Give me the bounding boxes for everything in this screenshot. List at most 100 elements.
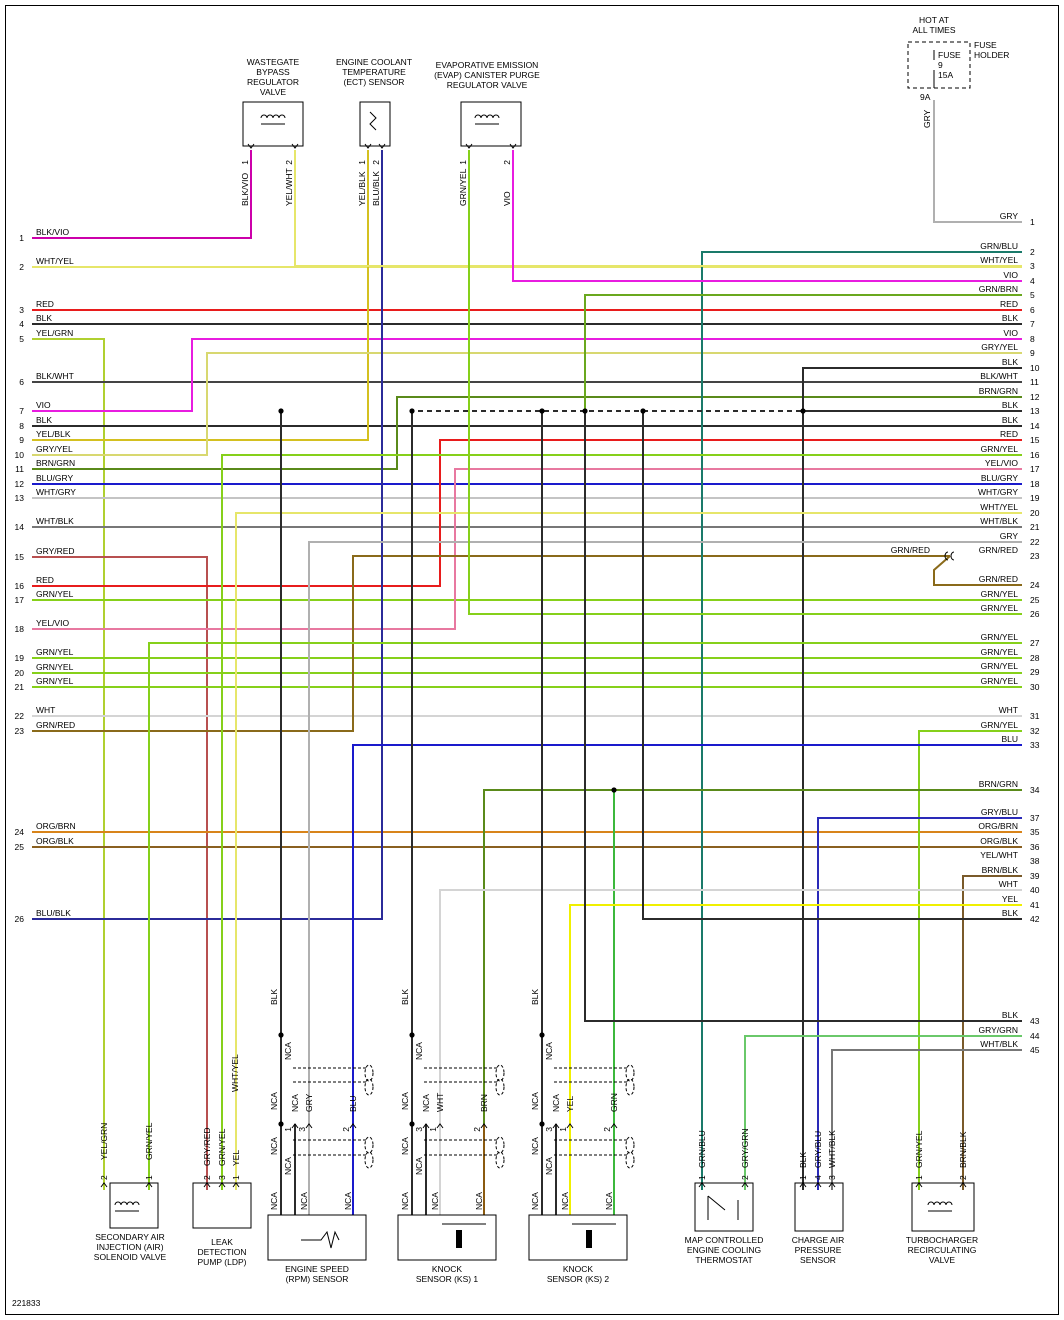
pin-terminal	[814, 1182, 822, 1188]
bottom-wire-label: GRY/GRN	[740, 1128, 750, 1168]
shield-ellipse	[364, 1136, 374, 1154]
top-wire-label: BLU/BLK	[371, 171, 381, 206]
wire-grn-brn-5	[584, 294, 1022, 411]
nca-label: NCA	[414, 1042, 424, 1060]
bottom-pin-number: 1	[697, 1175, 707, 1180]
pin-terminal	[422, 1123, 430, 1129]
splice-wire-label: GRN/RED	[891, 545, 930, 555]
left-wire-label: RED	[36, 575, 54, 585]
bottom-wire-label: BRN/BLK	[958, 1131, 968, 1168]
pin-terminal	[364, 143, 372, 149]
left-wire-label: BLK/WHT	[36, 371, 74, 381]
diagram-border	[5, 5, 1059, 1315]
left-pin-number: 22	[15, 711, 25, 721]
shield-ellipse	[364, 1078, 374, 1096]
top-wire-label: BLK/VIO	[240, 173, 250, 206]
pin-terminal	[610, 1123, 618, 1129]
splice-dot	[539, 1121, 545, 1127]
right-pin-number: 9	[1030, 348, 1035, 358]
right-wire-label: RED	[1000, 429, 1018, 439]
splice-dot	[278, 408, 284, 414]
left-pin-number: 19	[15, 653, 25, 663]
pin-terminal	[566, 1123, 574, 1129]
top-pin-number: 1	[357, 160, 367, 165]
right-wire-label: RED	[1000, 299, 1018, 309]
splice-dot	[800, 408, 806, 414]
wire-wht-yel-3	[294, 150, 1022, 267]
pin-terminal	[305, 1123, 313, 1129]
pin-terminal	[959, 1182, 967, 1188]
wire-grn-red-24	[933, 555, 1022, 586]
left-wire-label: BLU/GRY	[36, 473, 73, 483]
sensor-title: KNOCK	[563, 1264, 594, 1274]
left-pin-number: 4	[19, 319, 24, 329]
right-wire-label: WHT	[999, 705, 1018, 715]
left-pin-number: 15	[15, 552, 25, 562]
thermostat-switch-icon	[707, 1195, 739, 1220]
top-wire-label: YEL/BLK	[357, 171, 367, 206]
right-wire-label: GRN/YEL	[981, 444, 1019, 454]
right-pin-number: 25	[1030, 595, 1040, 605]
thermistor-icon	[369, 111, 377, 131]
right-pin-number: 40	[1030, 885, 1040, 895]
top-component-title: ENGINE COOLANT	[336, 57, 412, 67]
charge-air-title: CHARGE AIR	[792, 1235, 844, 1245]
right-wire-label: WHT/BLK	[980, 516, 1018, 526]
left-pin-number: 25	[15, 842, 25, 852]
left-pin-number: 1	[19, 233, 24, 243]
nca-label: NCA	[269, 1137, 279, 1155]
right-pin-number: 23	[1030, 551, 1040, 561]
left-pin-number: 13	[15, 493, 25, 503]
pin-terminal	[509, 143, 517, 149]
right-pin-number: 28	[1030, 653, 1040, 663]
right-pin-number: 7	[1030, 319, 1035, 329]
turbocharger-valve-box	[911, 1182, 975, 1232]
bottom-pin-number: 3	[297, 1127, 307, 1132]
wire-wht-yel-20	[235, 512, 1022, 1190]
nca-label: NCA	[474, 1192, 484, 1210]
sensor-body-box	[267, 1214, 367, 1261]
right-pin-number: 30	[1030, 682, 1040, 692]
left-pin-number: 12	[15, 479, 25, 489]
pin-terminal	[828, 1182, 836, 1188]
nca-label: NCA	[299, 1192, 309, 1210]
splice-dot	[278, 1032, 284, 1038]
shield-wire-label: BLK	[530, 989, 540, 1005]
right-pin-number: 10	[1030, 363, 1040, 373]
pin-terminal	[203, 1182, 211, 1188]
nca-label: NCA	[283, 1157, 293, 1175]
right-wire-label: GRN/YEL	[981, 632, 1019, 642]
right-pin-number: 32	[1030, 726, 1040, 736]
right-wire-label: GRN/RED	[979, 574, 1018, 584]
bottom-pin-number: 2	[472, 1127, 482, 1132]
bottom-pin-number: 4	[813, 1175, 823, 1180]
shield-ellipse	[495, 1078, 505, 1096]
wire-blk-43	[584, 411, 1022, 1022]
bottom-pin-number: 1	[144, 1175, 154, 1180]
right-wire-label: GRN/RED	[979, 545, 1018, 555]
left-wire-label: YEL/VIO	[36, 618, 69, 628]
top-component-box	[359, 101, 391, 147]
nca-label: NCA	[400, 1192, 410, 1210]
wire-gry-22	[308, 541, 1022, 1190]
top-component-box	[460, 101, 522, 147]
wire-blk-vio	[32, 150, 252, 239]
thermostat-title: MAP CONTROLLED	[685, 1235, 764, 1245]
labels-layer: 1BLK/VIO2WHT/YEL3RED4BLK5YEL/GRN6BLK/WHT…	[15, 15, 1040, 1284]
right-pin-number: 4	[1030, 276, 1035, 286]
left-pin-number: 17	[15, 595, 25, 605]
bottom-pin-number: 1	[558, 1127, 568, 1132]
right-pin-number: 1	[1030, 217, 1035, 227]
right-wire-label: GRN/YEL	[981, 603, 1019, 613]
right-wire-label: BLK	[1002, 313, 1018, 323]
bottom-pin-number: 1	[798, 1175, 808, 1180]
nca-label: NCA	[343, 1192, 353, 1210]
secondary-air-title: SOLENOID VALVE	[94, 1252, 167, 1262]
left-wire-label: VIO	[36, 400, 51, 410]
splice-dot	[278, 1121, 284, 1127]
right-wire-label: VIO	[1003, 270, 1018, 280]
wire-blk-42	[642, 411, 1022, 920]
right-pin-number: 21	[1030, 522, 1040, 532]
right-pin-number: 14	[1030, 421, 1040, 431]
